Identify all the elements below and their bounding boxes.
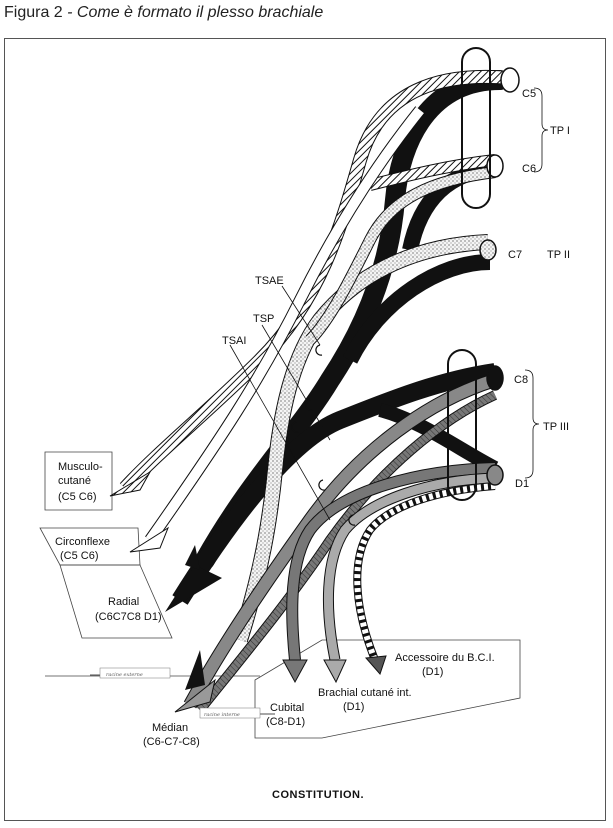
label-c8: C8 [514,374,528,386]
box-bottom-right [254,639,521,739]
median-line1: Médian [152,722,188,734]
posterior-cord [232,166,496,643]
label-racine-int: racine interne [204,712,240,718]
leader-tsai [229,344,331,521]
label-tsae: TSAE [255,275,284,287]
circonflexe-nerve [129,106,425,553]
label-tsai: TSAI [222,335,246,347]
accessoire-outline [353,482,496,662]
root-end-c5 [500,67,520,93]
cord-marker-4 [318,479,326,491]
figure-caption: Figura 2 - Come è formato il plesso brac… [4,4,323,22]
brachial-line1: Brachial cutané int. [318,687,412,699]
loop-tp1 [461,47,491,209]
brachial-arrowhead [323,659,347,684]
accessoire-line2: (D1) [422,666,443,678]
cubital-line1: Cubital [270,702,304,714]
median-line2: (C6-C7-C8) [143,736,200,748]
circonflexe-line1: Circonflexe [55,536,110,548]
median-fill-2 [196,391,497,713]
c6-crossbar-fill [368,155,496,190]
cord-marker-5 [348,514,356,526]
racine-ext-box [99,667,171,679]
black-trunk-c8 [172,363,497,605]
accessoire-fill [354,483,496,662]
caption-title: - Come è formato il plesso brachiale [62,4,324,21]
musculocutane-line2: cutané [58,475,91,487]
caption-prefix: Figura 2 [4,4,63,21]
accessoire-arrowhead [364,655,387,675]
white-band-fill [145,106,424,543]
trunk-loops [447,47,491,501]
root-end-c8 [486,365,504,391]
radial-line2: (C6C7C8 D1) [95,611,162,623]
dotted-fill [233,235,489,643]
radial-spur [185,545,200,570]
brace-tp1 [533,87,549,173]
cubital-line2: (C8-D1) [266,716,305,728]
dotted-c6-fill [306,167,496,344]
cord-marker-1 [315,344,323,356]
root-end-c7 [479,239,497,261]
racine-int-box [199,707,261,719]
leader-tsp [261,324,331,441]
circonflexe-line2: (C5 C6) [60,550,99,562]
footer-title: CONSTITUTION. [272,789,364,801]
cord-labels: TSAE TSP TSAI [222,275,284,347]
radial-line1: Radial [108,596,139,608]
label-d1: D1 [515,478,529,490]
label-tp1: TP I [550,125,570,137]
brachial-fill [323,473,496,661]
root-ends [479,67,520,486]
cord-marker-3 [291,421,299,433]
label-tp3: TP III [543,421,569,433]
brachial-line2: (D1) [343,701,364,713]
label-c7: C7 [508,249,522,261]
median-cubital-bundle [174,373,498,714]
trunk-labels: TP I TP II TP III [543,125,570,433]
leader-tsae [281,285,321,346]
box-radial [59,564,173,639]
label-tp2: TP II [547,249,570,261]
figure-frame [4,38,606,821]
label-racine-ext: racine externe [106,672,143,678]
median-root-arrow [185,650,205,690]
accessoire-line1: Accessoire du B.C.I. [395,652,495,664]
small-labels: racine externe racine interne [99,667,261,719]
median-fill [184,374,497,708]
median-arrowhead [174,678,216,713]
cubital-fill [287,463,496,661]
musculocutane-arrowhead [109,470,152,497]
label-tsp: TSP [253,313,274,325]
box-musculocutane [44,451,113,511]
musculocutane-line1: Musculo- [58,461,103,473]
circonflexe-arrowhead [129,526,170,553]
cord-markers [291,344,356,526]
label-c5: C5 [522,88,536,100]
root-labels: C5 C6 C7 C8 D1 [508,88,536,490]
root-end-d1 [486,464,504,486]
black-trunk-c7 [342,254,491,364]
musculocutane-line3: (C5 C6) [58,491,97,503]
cord-marker-2 [305,399,313,411]
black-trunk-d1 [378,403,499,475]
loop-tp3 [447,349,477,501]
nerve-labels: Musculo- cutané (C5 C6) Circonflexe (C5 … [55,461,495,748]
leader-lines [90,87,549,715]
brace-tp3 [524,369,540,479]
label-c6: C6 [522,163,536,175]
cubital-arrowhead [282,659,308,684]
radial-arrowhead [165,565,222,612]
